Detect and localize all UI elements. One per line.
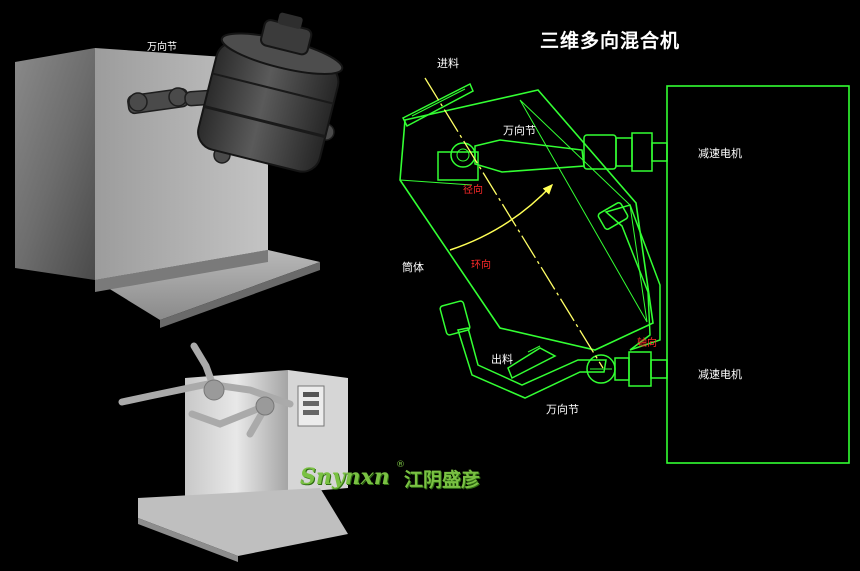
label-feed-inlet: 进料 — [437, 57, 459, 70]
feed-inlet-hatch — [401, 82, 474, 128]
registered-mark: ® — [396, 460, 405, 470]
mixer-product-photo — [118, 342, 348, 562]
label-discharge: 出料 — [491, 353, 513, 366]
discharge-pipe — [507, 347, 557, 380]
cylinder-outline — [399, 89, 654, 351]
upper-joint-circle — [450, 142, 476, 168]
circumferential-arrow — [449, 183, 554, 251]
motor-housing — [666, 85, 850, 464]
brand-latin-text: Snynxn — [300, 464, 390, 490]
brand-chinese-text: 江阴盛彦 — [404, 469, 481, 491]
label-universal-joint-3d: 万向节 — [147, 42, 177, 53]
label-radial: 径向 — [463, 185, 483, 196]
mixer-3d-render — [15, 12, 344, 328]
label-cylinder: 筒体 — [402, 261, 424, 274]
label-reducer-motor-upper: 减速电机 — [698, 147, 742, 160]
label-universal-joint-upper: 万向节 — [503, 124, 536, 137]
label-axial: 轴向 — [637, 338, 657, 349]
diagram-title: 三维多向混合机 — [540, 30, 681, 52]
label-reducer-motor-lower: 减速电机 — [698, 368, 742, 381]
label-circumferential: 环向 — [471, 260, 491, 271]
label-universal-joint-lower: 万向节 — [546, 403, 579, 416]
rotation-axis-line — [424, 77, 604, 369]
mixer-schematic — [399, 77, 850, 464]
brand-logo: Snynxn ® 江阴盛彦 — [300, 460, 500, 494]
